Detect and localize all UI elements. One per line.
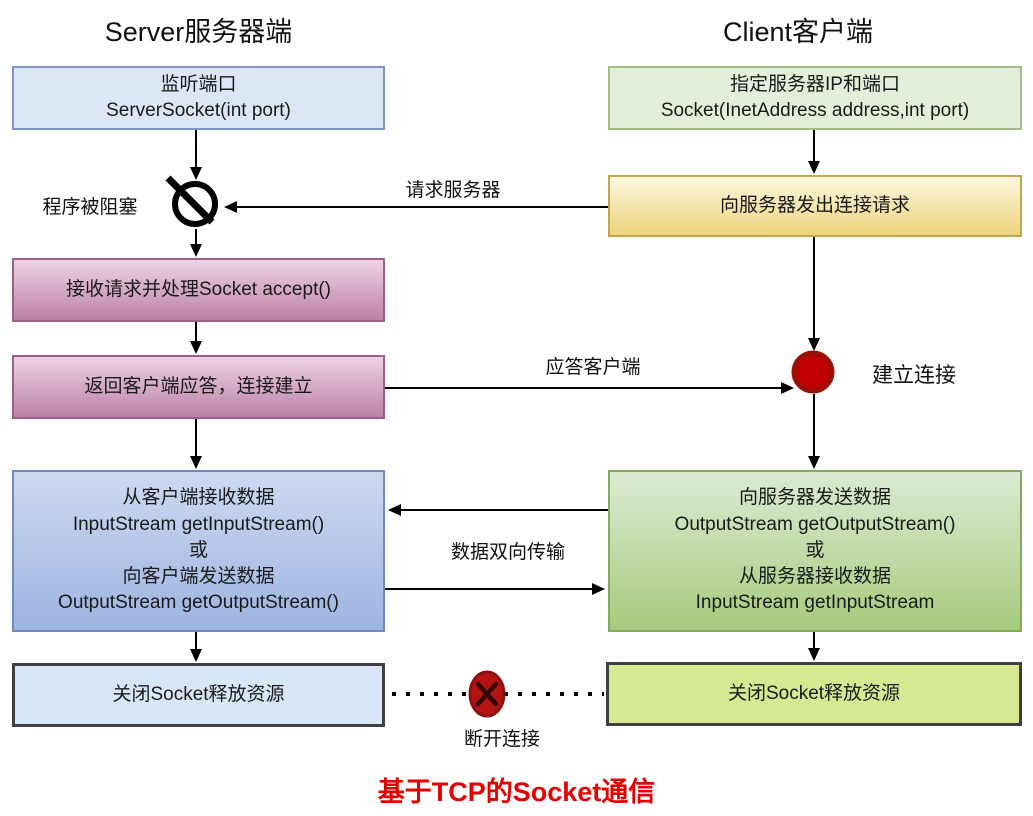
established-label: 建立连接 [872, 364, 956, 387]
server-reply-box: 返回客户端应答，连接建立 [12, 355, 385, 419]
server-listen-box: 监听端口 ServerSocket(int port) [12, 66, 385, 130]
server-close-box: 关闭Socket释放资源 [12, 663, 385, 727]
client-column-title: Client客户端 [722, 17, 874, 47]
client-io-box: 向服务器发送数据 OutputStream getOutputStream() … [608, 470, 1022, 632]
client-close-box: 关闭Socket释放资源 [606, 662, 1022, 726]
prohibition-icon [165, 175, 218, 227]
red-x-icon [468, 670, 506, 718]
blocked-label: 程序被阻塞 [42, 197, 138, 218]
reply-label: 应答客户端 [545, 357, 641, 378]
server-io-box: 从客户端接收数据 InputStream getInputStream() 或 … [12, 470, 385, 632]
client-socket-box: 指定服务器IP和端口 Socket(InetAddress address,in… [608, 66, 1022, 130]
red-dot-icon [791, 350, 835, 394]
server-accept-box: 接收请求并处理Socket accept() [12, 258, 385, 322]
request-label: 请求服务器 [405, 180, 501, 201]
bidirectional-label: 数据双向传输 [450, 542, 565, 563]
diagram-title: 基于TCP的Socket通信 [377, 777, 656, 807]
server-column-title: Server服务器端 [104, 17, 293, 47]
client-connect-box: 向服务器发出连接请求 [608, 175, 1022, 237]
disconnect-label: 断开连接 [463, 729, 540, 750]
